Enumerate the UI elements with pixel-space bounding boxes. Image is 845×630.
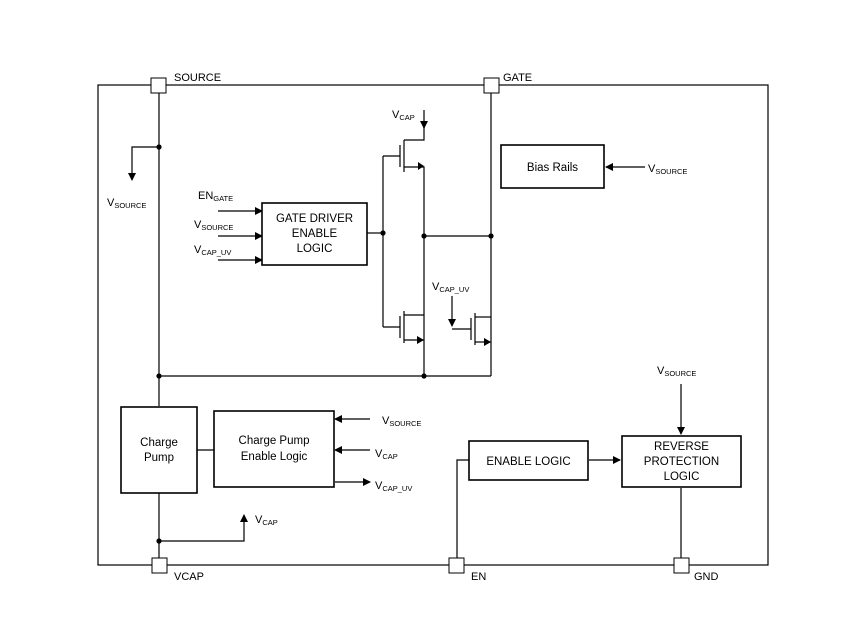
- label-vsource-tap: VSOURCE: [107, 197, 146, 210]
- junction-dots: [156, 144, 494, 544]
- charge-pump-enable-block: Charge Pump Enable Logic: [213, 410, 335, 488]
- reverse-protection-block: REVERSE PROTECTION LOGIC: [621, 435, 742, 488]
- label-vcap-top: VCAP: [392, 109, 415, 122]
- svg-text:SOURCE: SOURCE: [174, 72, 221, 84]
- svg-text:EN: EN: [471, 571, 486, 583]
- bias-rails-block: Bias Rails: [500, 144, 605, 189]
- label-vcapuv-gd: VCAP_UV: [194, 244, 231, 257]
- pin-gnd: GND: [673, 557, 719, 583]
- label-engate: ENGATE: [198, 190, 233, 203]
- svg-text:LOGIC: LOGIC: [297, 243, 333, 255]
- svg-text:Pump: Pump: [144, 452, 174, 464]
- pin-source: SOURCE: [150, 72, 221, 94]
- pin-gate: GATE: [483, 72, 532, 94]
- label-vcap-out: VCAP: [255, 514, 278, 527]
- label-vsource-bias: VSOURCE: [648, 163, 687, 176]
- svg-text:ENABLE: ENABLE: [292, 228, 338, 240]
- svg-text:Charge Pump: Charge Pump: [239, 435, 310, 447]
- gate-driver-block: GATE DRIVER ENABLE LOGIC: [261, 202, 368, 266]
- label-vcapuv-switch: VCAP_UV: [432, 281, 469, 294]
- svg-text:LOGIC: LOGIC: [664, 471, 700, 483]
- device-outline: [97, 84, 769, 566]
- label-vcapuv-cp: VCAP_UV: [375, 480, 412, 493]
- enable-logic-block: ENABLE LOGIC: [468, 440, 589, 481]
- svg-text:ENABLE LOGIC: ENABLE LOGIC: [486, 456, 570, 468]
- svg-text:GATE DRIVER: GATE DRIVER: [276, 213, 353, 225]
- pin-en: EN: [448, 557, 486, 583]
- svg-text:GATE: GATE: [503, 72, 532, 84]
- charge-pump-block: Charge Pump: [120, 406, 198, 494]
- svg-text:PROTECTION: PROTECTION: [644, 456, 719, 468]
- pin-vcap: VCAP: [151, 557, 204, 583]
- svg-text:Enable Logic: Enable Logic: [241, 451, 308, 463]
- label-vsource-gd: VSOURCE: [194, 219, 233, 232]
- svg-text:REVERSE: REVERSE: [654, 441, 709, 453]
- svg-text:Charge: Charge: [140, 437, 178, 449]
- label-vsource-cp: VSOURCE: [382, 415, 421, 428]
- label-vsource-rp: VSOURCE: [657, 365, 696, 378]
- wiring: [128, 92, 685, 558]
- svg-text:Bias Rails: Bias Rails: [527, 162, 578, 174]
- svg-text:GND: GND: [694, 571, 719, 583]
- label-vcap-cp: VCAP: [375, 448, 398, 461]
- svg-text:VCAP: VCAP: [174, 571, 204, 583]
